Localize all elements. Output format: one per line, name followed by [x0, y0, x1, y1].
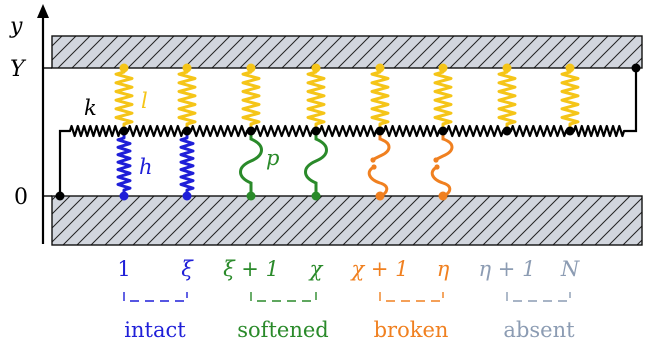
- broken-spring-eta-upper: [436, 131, 454, 161]
- y-tick-label-top: Y: [10, 57, 27, 82]
- upper-spring-2: [177, 68, 197, 131]
- index-intact-end: ξ: [181, 257, 194, 281]
- upper-spring-4: [306, 68, 326, 131]
- softened-spring-1: [239, 131, 263, 196]
- upper-spring-8: [560, 68, 580, 131]
- intact-spring-xi-anchor: [182, 191, 192, 201]
- group-label-softened: softened: [237, 318, 328, 342]
- upper-spring-7: [497, 68, 517, 131]
- broken-spring-1-upper: [373, 131, 391, 161]
- lower-spring-layer: [116, 131, 454, 201]
- k-spring-8: [507, 124, 570, 138]
- softened-spring-chi-anchor: [311, 191, 321, 201]
- left-anchor-node: [55, 191, 65, 201]
- index-broken-end: η: [437, 257, 450, 281]
- left-wire: [58, 129, 66, 196]
- bracket-broken: [379, 292, 444, 302]
- chain-node-4: [311, 126, 321, 136]
- upper-spring-5: [370, 68, 390, 131]
- k-spring-1: [66, 124, 124, 138]
- intact-spring-1-anchor: [119, 191, 129, 201]
- bottom-substrate: [51, 195, 643, 246]
- k-spring-7: [443, 124, 507, 138]
- broken-spring-eta-lower: [430, 165, 452, 198]
- intact-spring-1: [116, 131, 132, 196]
- group-label-absent: absent: [503, 318, 575, 342]
- chain-node-layer: [119, 126, 575, 136]
- horizontal-spring-chain: [66, 124, 628, 138]
- broken-spring-1-break-top: [370, 157, 376, 163]
- chain-node-8: [565, 126, 575, 136]
- bracket-softened: [250, 292, 317, 302]
- index-intact-start: 1: [117, 257, 130, 281]
- upper-spring-1: [114, 68, 134, 131]
- upper-spring-3: [241, 68, 261, 131]
- index-softened-start: ξ + 1: [223, 257, 279, 281]
- bracket-absent: [506, 292, 571, 302]
- k-spring-5: [316, 124, 380, 138]
- k-spring-2: [124, 124, 187, 138]
- right-wire: [628, 68, 638, 133]
- broken-spring-eta-anchor: [438, 191, 448, 201]
- group-brackets: [123, 292, 571, 302]
- index-absent-end: N: [560, 257, 580, 281]
- softened-spring-chi: [304, 131, 328, 196]
- intact-spring-xi: [179, 131, 195, 196]
- k-spring-9: [570, 124, 628, 138]
- spring-label-l: l: [141, 89, 148, 113]
- group-label-intact: intact: [124, 318, 186, 342]
- y-tick-label-bottom: 0: [14, 185, 28, 210]
- k-spring-4: [251, 124, 316, 138]
- spring-label-h: h: [139, 155, 153, 179]
- upper-spring-6: [433, 68, 453, 131]
- chain-node-2: [182, 126, 192, 136]
- chain-node-5: [375, 126, 385, 136]
- top-substrate: [51, 35, 643, 69]
- broken-spring-1-lower: [367, 165, 389, 198]
- k-spring-3: [187, 124, 251, 138]
- index-absent-start: η + 1: [479, 257, 536, 281]
- broken-spring-eta-break-top: [433, 157, 439, 163]
- chain-node-1: [119, 126, 129, 136]
- index-broken-start: χ + 1: [349, 257, 408, 281]
- chain-node-6: [438, 126, 448, 136]
- softened-spring-1-anchor: [246, 191, 256, 201]
- y-axis-label: y: [9, 14, 23, 39]
- upper-spring-layer: [114, 63, 580, 131]
- spring-label-p: p: [266, 146, 279, 170]
- broken-spring-1-anchor: [375, 191, 385, 201]
- index-softened-end: χ: [308, 257, 324, 281]
- spring-label-k: k: [84, 96, 97, 120]
- group-label-broken: broken: [374, 318, 449, 342]
- chain-node-7: [502, 126, 512, 136]
- chain-node-3: [246, 126, 256, 136]
- right-anchor-node: [631, 63, 641, 73]
- k-spring-6: [380, 124, 443, 138]
- y-axis-arrow-icon: [37, 4, 49, 18]
- bracket-intact: [123, 292, 188, 302]
